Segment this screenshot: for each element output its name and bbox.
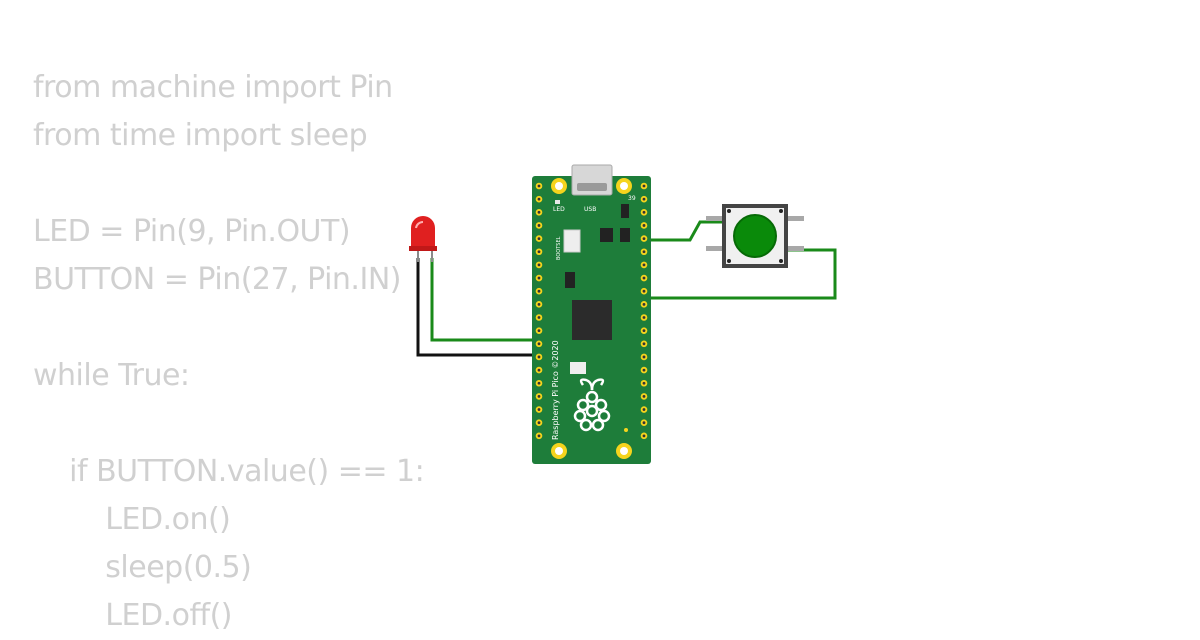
- led-label: LED: [553, 206, 565, 213]
- code-line: BUTTON = Pin(27, Pin.IN): [33, 262, 401, 297]
- header-pin-hole: [642, 197, 646, 201]
- header-pin-hole: [642, 224, 646, 227]
- code-line: sleep(0.5): [33, 550, 252, 585]
- board-silkscreen: Raspberry Pi Pico ©2020: [551, 340, 560, 440]
- led-cathode-wire[interactable]: [416, 258, 545, 357]
- header-pin-hole: [642, 263, 646, 267]
- header-pin-hole: [537, 237, 541, 241]
- header-pin-hole: [642, 408, 646, 411]
- smd-chip: [620, 228, 630, 242]
- smd-chip: [565, 272, 575, 288]
- header-pin-hole: [537, 368, 541, 372]
- test-point: [624, 428, 628, 432]
- bootsel-button[interactable]: [563, 229, 581, 253]
- header-pin-hole: [537, 184, 541, 188]
- led-anode-wire[interactable]: [430, 258, 545, 342]
- header-pin-hole: [642, 237, 646, 241]
- header-pin-hole: [642, 329, 646, 333]
- header-pin-hole: [537, 329, 541, 333]
- pushbutton[interactable]: [706, 204, 804, 268]
- button-wire-1[interactable]: [640, 220, 722, 242]
- raspberry-pi-logo-icon: [573, 378, 611, 432]
- header-pin-hole: [642, 250, 646, 254]
- header-pin-hole: [537, 250, 541, 254]
- status-led-pad: [555, 200, 560, 204]
- header-pin-hole: [537, 316, 541, 319]
- header-pin-hole: [537, 302, 541, 306]
- pin-header-right: [640, 182, 648, 440]
- pico-board[interactable]: LED USB 39 BOOTSEL Raspberry Pi Pico ©20…: [532, 164, 651, 464]
- header-pin-hole: [642, 368, 646, 372]
- mounting-hole: [551, 443, 567, 459]
- pin-number-label: 39: [628, 195, 636, 202]
- header-pin-hole: [642, 316, 646, 319]
- code-line: from time import sleep: [33, 118, 368, 153]
- header-pin-hole: [642, 276, 646, 280]
- code-listing: from machine import Pin from time import…: [33, 64, 425, 640]
- header-pin-hole: [537, 395, 541, 398]
- mounting-hole: [616, 178, 632, 194]
- header-pin-hole: [537, 289, 541, 293]
- smd-chip: [621, 204, 629, 218]
- header-pin-hole: [537, 197, 541, 201]
- header-pin-hole: [642, 302, 646, 306]
- header-pin-hole: [537, 434, 541, 438]
- pin-header-left: [535, 182, 543, 440]
- code-line: LED.off(): [33, 598, 232, 633]
- code-line: from machine import Pin: [33, 70, 393, 105]
- header-pin-hole: [642, 434, 646, 438]
- header-pin-hole: [537, 342, 541, 346]
- header-pin-hole: [537, 210, 541, 214]
- code-line: if BUTTON.value() == 1:: [33, 454, 425, 489]
- header-pin-hole: [642, 342, 646, 346]
- code-line: LED = Pin(9, Pin.OUT): [33, 214, 351, 249]
- header-pin-hole: [537, 381, 541, 385]
- header-pin-hole: [537, 276, 541, 280]
- header-pin-hole: [642, 381, 646, 385]
- header-pin-hole: [537, 355, 541, 359]
- header-pin-hole: [537, 408, 541, 411]
- header-pin-hole: [642, 210, 646, 214]
- button-wire-2[interactable]: [640, 248, 837, 300]
- header-pin-hole: [537, 421, 541, 425]
- code-line: while True:: [33, 358, 190, 393]
- usb-label: USB: [584, 206, 596, 213]
- rp2040-chip: [572, 300, 612, 340]
- code-line: LED.on(): [33, 502, 231, 537]
- header-pin-hole: [642, 421, 646, 425]
- red-led[interactable]: [409, 216, 437, 262]
- mounting-hole: [551, 178, 567, 194]
- header-pin-hole: [642, 395, 646, 398]
- header-pin-hole: [642, 355, 646, 359]
- mounting-hole: [616, 443, 632, 459]
- header-pin-hole: [642, 289, 646, 293]
- button-cap[interactable]: [734, 215, 776, 257]
- header-pin-hole: [537, 263, 541, 267]
- smd-pad: [570, 362, 586, 374]
- smd-chip: [600, 228, 613, 242]
- header-pin-hole: [642, 184, 646, 188]
- bootsel-label: BOOTSEL: [556, 236, 562, 260]
- header-pin-hole: [537, 224, 541, 227]
